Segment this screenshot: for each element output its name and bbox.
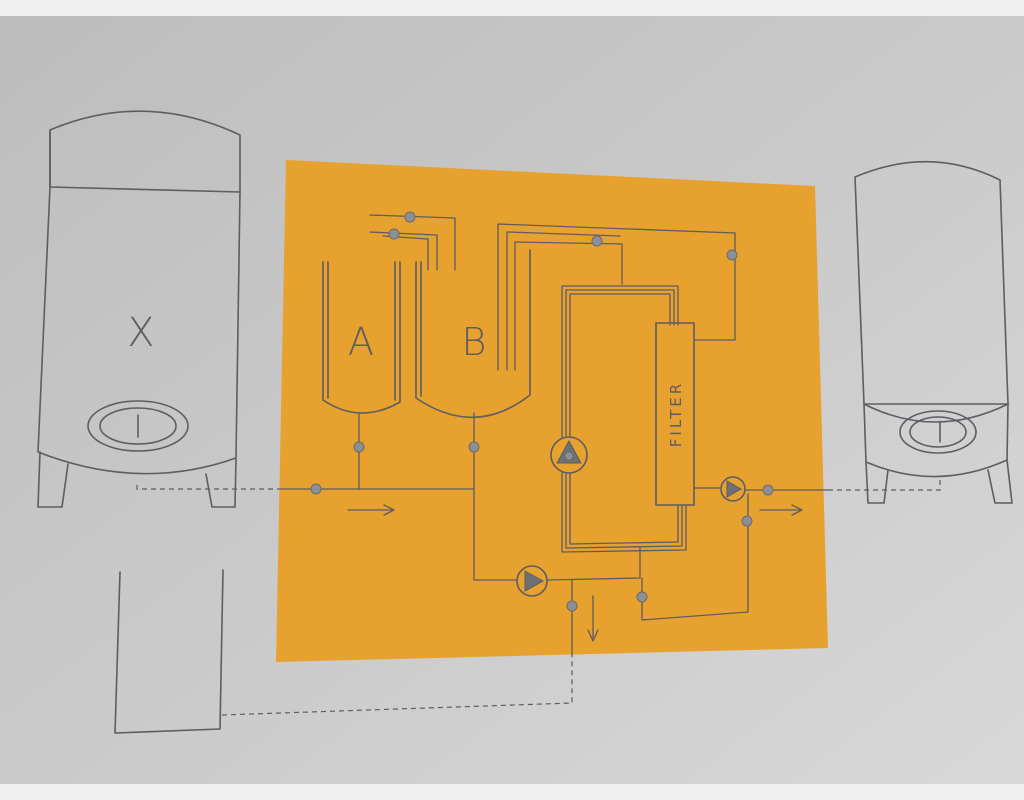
filter-body <box>655 322 695 506</box>
recirculation-loop <box>561 285 687 553</box>
pump-recirculation <box>550 436 588 474</box>
tank-x: X <box>37 110 241 508</box>
return-lines <box>497 223 736 371</box>
pump-outlet <box>720 476 746 502</box>
flow-arrows <box>347 504 803 642</box>
dashed-connections <box>136 478 941 716</box>
tank-x-label: X <box>127 310 154 356</box>
vessel-a-label: A <box>348 320 374 364</box>
arrow-right-left <box>347 504 395 516</box>
arrow-right-outlet <box>759 504 803 516</box>
vessel-a: A <box>322 261 401 414</box>
arrow-down-drain <box>587 595 599 642</box>
filter: FILTER <box>655 322 695 506</box>
tank-right-manway <box>899 410 977 454</box>
filter-label: FILTER <box>667 381 685 447</box>
pump-bottom <box>516 565 548 597</box>
vessel-b-label: B <box>462 320 487 364</box>
bottom-container <box>114 569 224 734</box>
tank-right <box>854 160 1013 504</box>
process-panel <box>276 160 828 662</box>
valve-nodes <box>310 211 774 612</box>
tank-x-manway <box>87 400 189 452</box>
